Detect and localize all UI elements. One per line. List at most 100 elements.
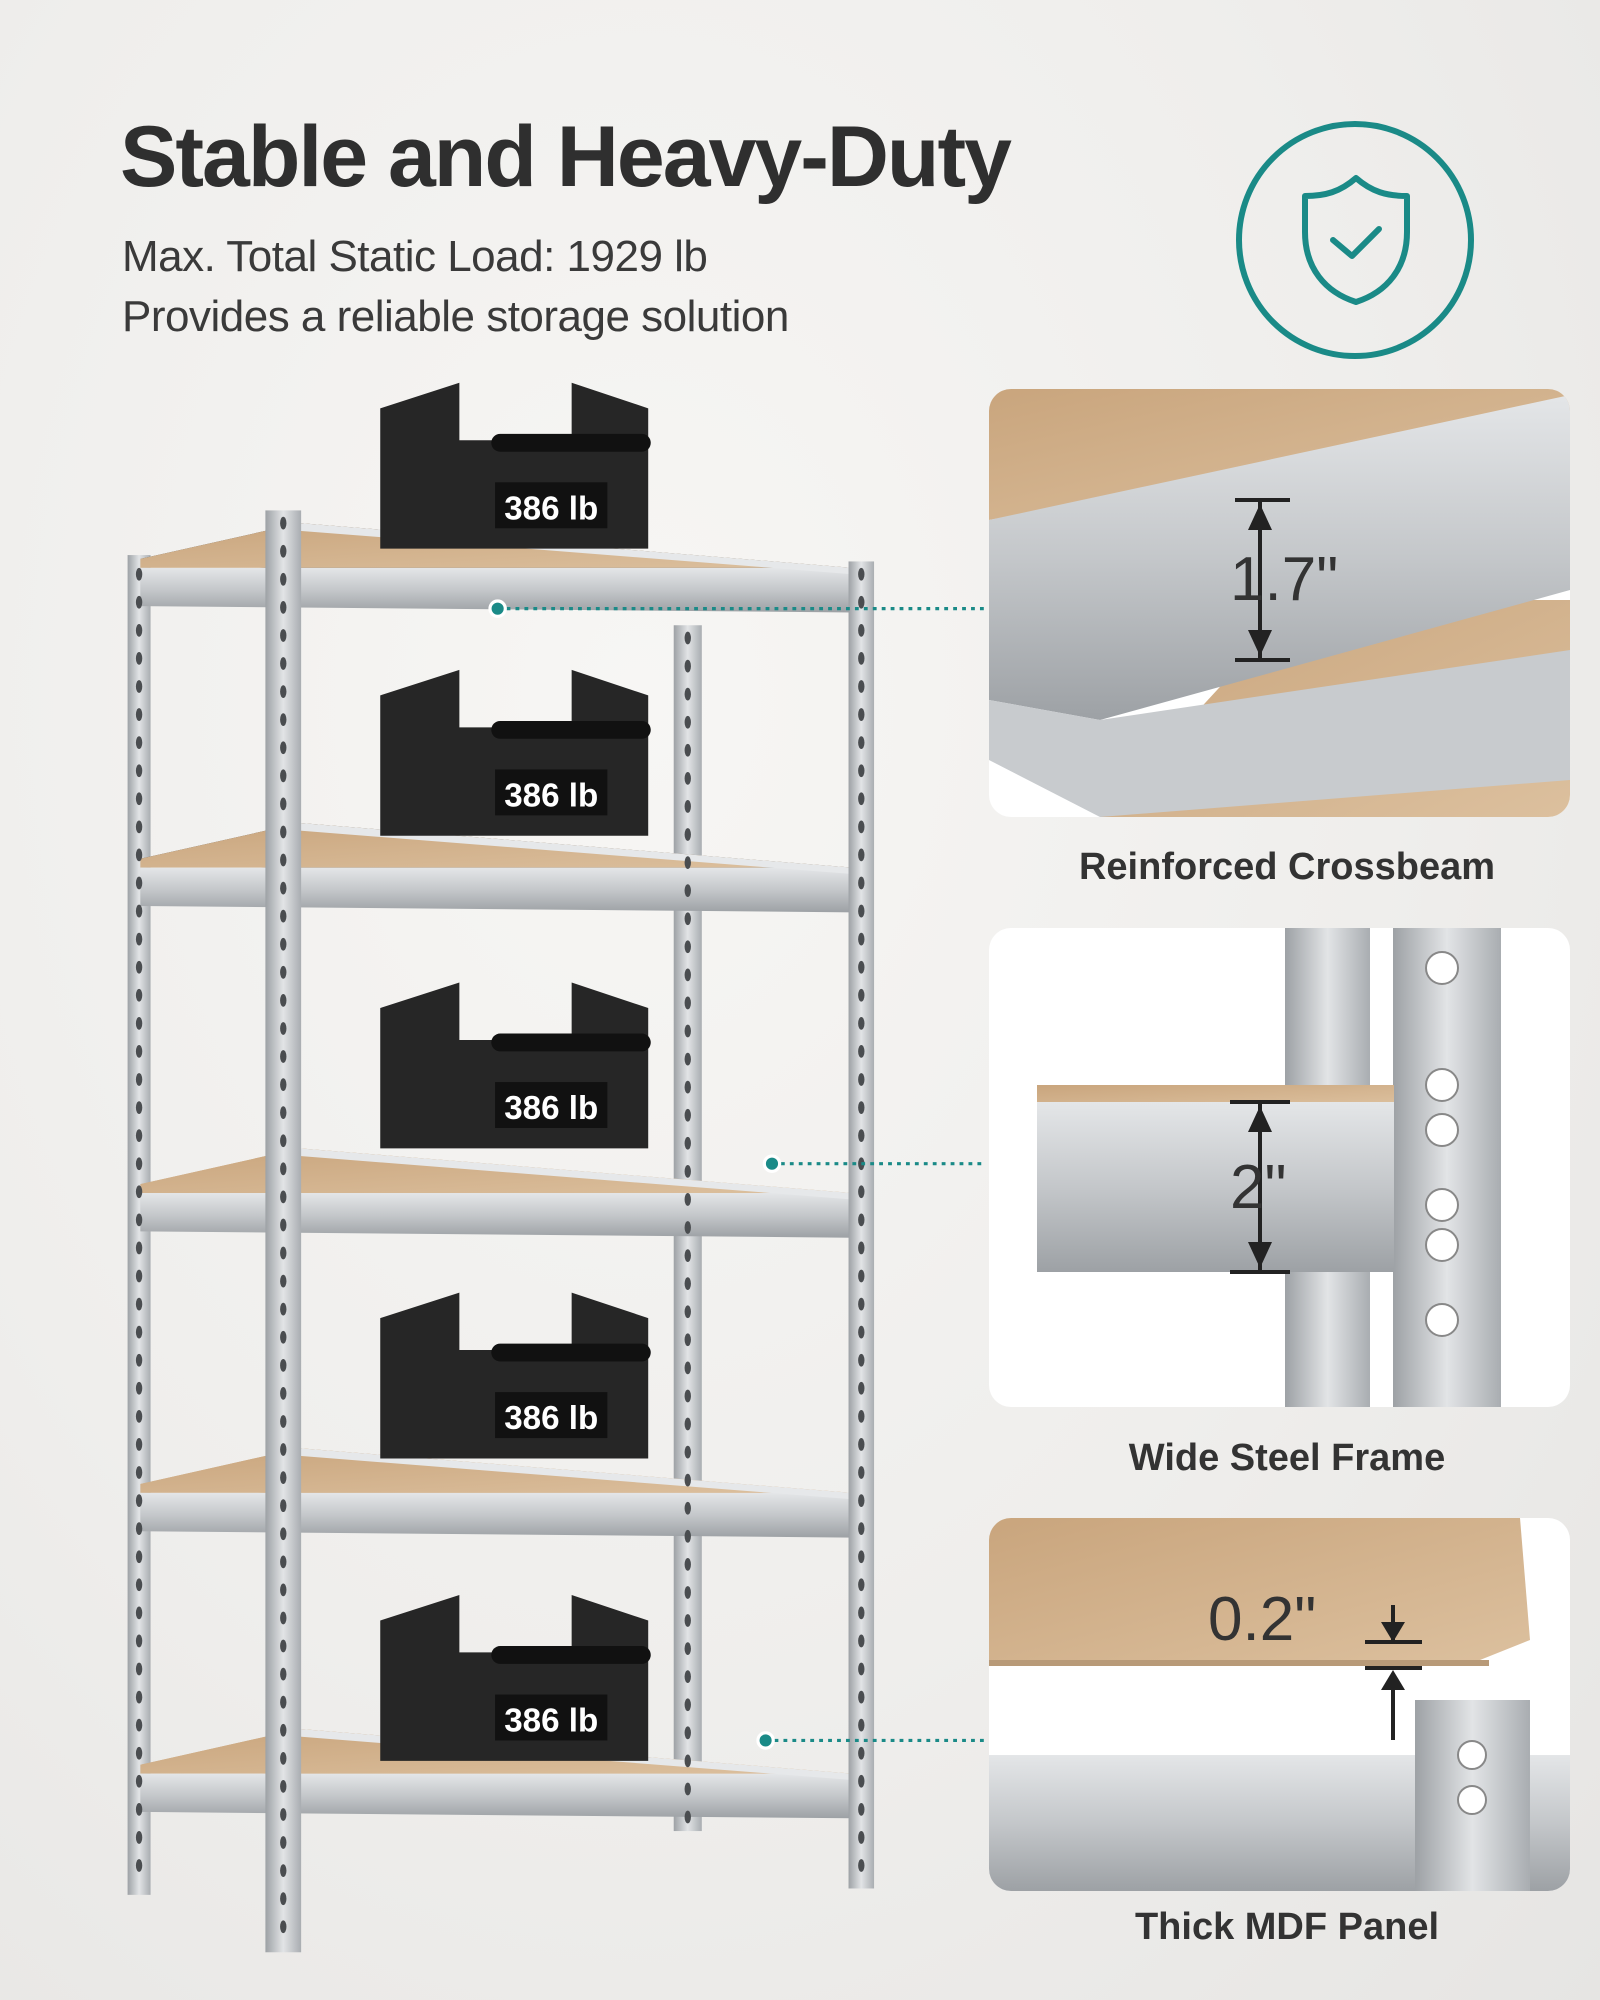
post-hole [280, 1808, 287, 1821]
post-hole [858, 736, 865, 750]
shelf-level [140, 823, 853, 913]
steel-frame-detail-image: 2" [989, 928, 1570, 1407]
post-hole [280, 825, 287, 839]
callout-lines [488, 599, 989, 1750]
post-hole [135, 1269, 143, 1283]
mdf-panel-detail-image: 0.2" [989, 1518, 1570, 1891]
post-hole [858, 1325, 865, 1339]
post-hole [280, 1780, 287, 1793]
post-hole [135, 1297, 143, 1311]
post-hole [135, 1774, 143, 1788]
post-hole [135, 1157, 143, 1171]
post-hole [280, 1022, 287, 1035]
post-hole [684, 996, 691, 1010]
post-hole [280, 1358, 287, 1372]
post-hole [280, 1723, 287, 1737]
post-hole [135, 1662, 143, 1676]
post-hole [135, 708, 143, 721]
post-hole [135, 1718, 143, 1732]
post-hole [684, 687, 691, 701]
post-hole [684, 800, 691, 813]
post-hole [135, 595, 143, 609]
post-hole [280, 881, 287, 895]
post-hole [280, 1330, 287, 1344]
post-hole [135, 1859, 143, 1872]
post-hole [858, 820, 865, 834]
post-hole [280, 1611, 287, 1625]
post-hole [858, 1269, 865, 1283]
post-hole [135, 1634, 143, 1648]
post-hole [858, 1802, 865, 1816]
weight-block: 386 lb [380, 1292, 651, 1459]
post-hole [858, 1859, 865, 1872]
post-hole [135, 764, 143, 778]
post-hole [280, 629, 287, 642]
frame-dimension: 2" [1230, 1153, 1287, 1222]
post-hole [135, 1466, 143, 1479]
post-hole [858, 1550, 865, 1564]
post-hole [858, 848, 865, 862]
post-hole [280, 1527, 287, 1541]
post-hole [684, 1726, 691, 1740]
post-hole [858, 708, 865, 721]
post-hole [684, 884, 691, 898]
shelf-level [140, 1148, 853, 1238]
crossbeam-dimension: 1.7" [1230, 545, 1338, 614]
post-hole [684, 1782, 691, 1796]
post-hole [858, 1690, 865, 1704]
crossbeam-detail-image: 1.7" [989, 389, 1570, 817]
post-hole [858, 960, 865, 974]
post-hole [135, 1101, 143, 1114]
post-hole [684, 1810, 691, 1824]
post-hole [858, 1606, 865, 1620]
post-hole [135, 848, 143, 862]
post-hole [684, 771, 691, 785]
post-hole [280, 1415, 287, 1428]
post-hole [858, 1494, 865, 1507]
post-hole [858, 932, 865, 946]
post-hole [684, 1136, 691, 1150]
post-hole [858, 1297, 865, 1311]
post-hole [684, 659, 691, 673]
post-hole [135, 904, 143, 918]
post-hole [135, 1550, 143, 1564]
post-hole [135, 1409, 143, 1423]
post-hole [858, 988, 865, 1002]
post-hole [858, 1438, 865, 1451]
post-hole [135, 736, 143, 750]
post-hole [280, 994, 287, 1007]
post-hole [280, 1667, 287, 1681]
post-hole [684, 631, 691, 645]
post-hole [135, 1690, 143, 1704]
post-hole [858, 1073, 865, 1086]
post-hole [135, 652, 143, 665]
post-hole [858, 1718, 865, 1732]
post-hole [684, 1557, 691, 1571]
post-hole [858, 1578, 865, 1592]
post-hole [684, 1445, 691, 1459]
post-hole [135, 988, 143, 1002]
post-hole [135, 1325, 143, 1339]
post-hole [858, 904, 865, 918]
post-hole [135, 1606, 143, 1620]
post-hole [684, 1193, 691, 1206]
post-hole [684, 1698, 691, 1712]
post-hole [858, 1409, 865, 1423]
post-hole [280, 1555, 287, 1569]
post-hole [684, 1080, 691, 1094]
post-hole [858, 680, 865, 693]
post-hole [858, 1241, 865, 1255]
post-hole [135, 1831, 143, 1844]
weight-label: 386 lb [504, 1400, 598, 1437]
post-hole [858, 1381, 865, 1395]
post-hole [858, 1129, 865, 1143]
post-hole [280, 1078, 287, 1091]
post-hole [280, 516, 287, 530]
shelf-level [140, 1448, 853, 1538]
post-hole [684, 1529, 691, 1543]
post-hole [280, 657, 287, 670]
post-hole [280, 853, 287, 867]
post-hole [684, 1586, 691, 1599]
weight-block: 386 lb [380, 982, 651, 1149]
post-hole [280, 572, 287, 586]
